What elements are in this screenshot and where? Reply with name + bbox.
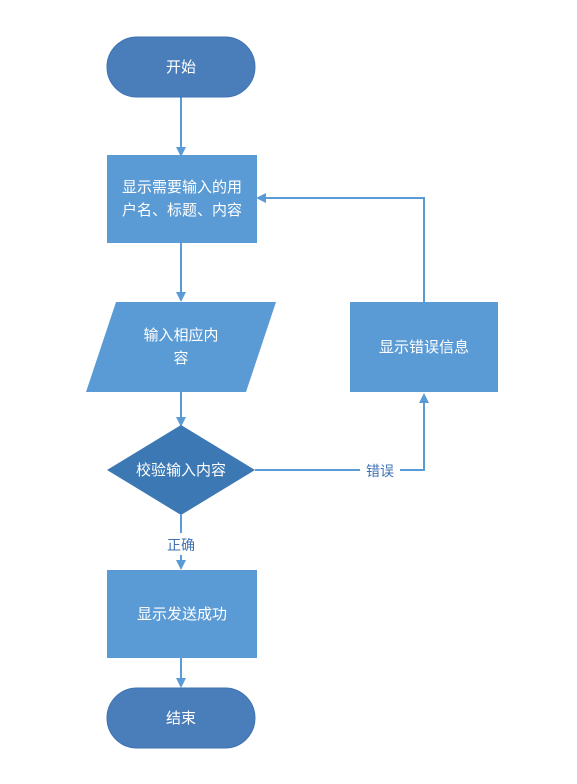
error-message-process — [350, 302, 498, 392]
error-message-label: 显示错误信息 — [379, 338, 469, 356]
edge-validate-to-error — [255, 393, 429, 471]
end-label: 结束 — [166, 709, 196, 727]
edge-error-to-prompt — [256, 193, 425, 302]
input-label-line2: 容 — [173, 349, 188, 367]
validate-decision — [107, 425, 255, 515]
validate-label: 校验输入内容 — [136, 461, 226, 479]
correct-edge-label: 正确 — [167, 538, 195, 554]
display-prompt-process — [107, 155, 257, 243]
end-terminal — [106, 687, 256, 749]
input-data-shape — [86, 302, 276, 392]
input-label-line1: 输入相应内 — [143, 326, 218, 344]
display-prompt-label-line2: 户名、标题、内容 — [122, 201, 242, 219]
start-label: 开始 — [166, 58, 196, 76]
display-prompt-label-line1: 显示需要输入的用 — [122, 178, 242, 196]
error-label-bg — [360, 459, 400, 481]
success-process — [107, 570, 257, 658]
correct-label-bg — [161, 533, 201, 555]
start-terminal — [106, 36, 256, 98]
error-edge-label: 错误 — [366, 464, 394, 480]
success-label: 显示发送成功 — [137, 605, 227, 623]
